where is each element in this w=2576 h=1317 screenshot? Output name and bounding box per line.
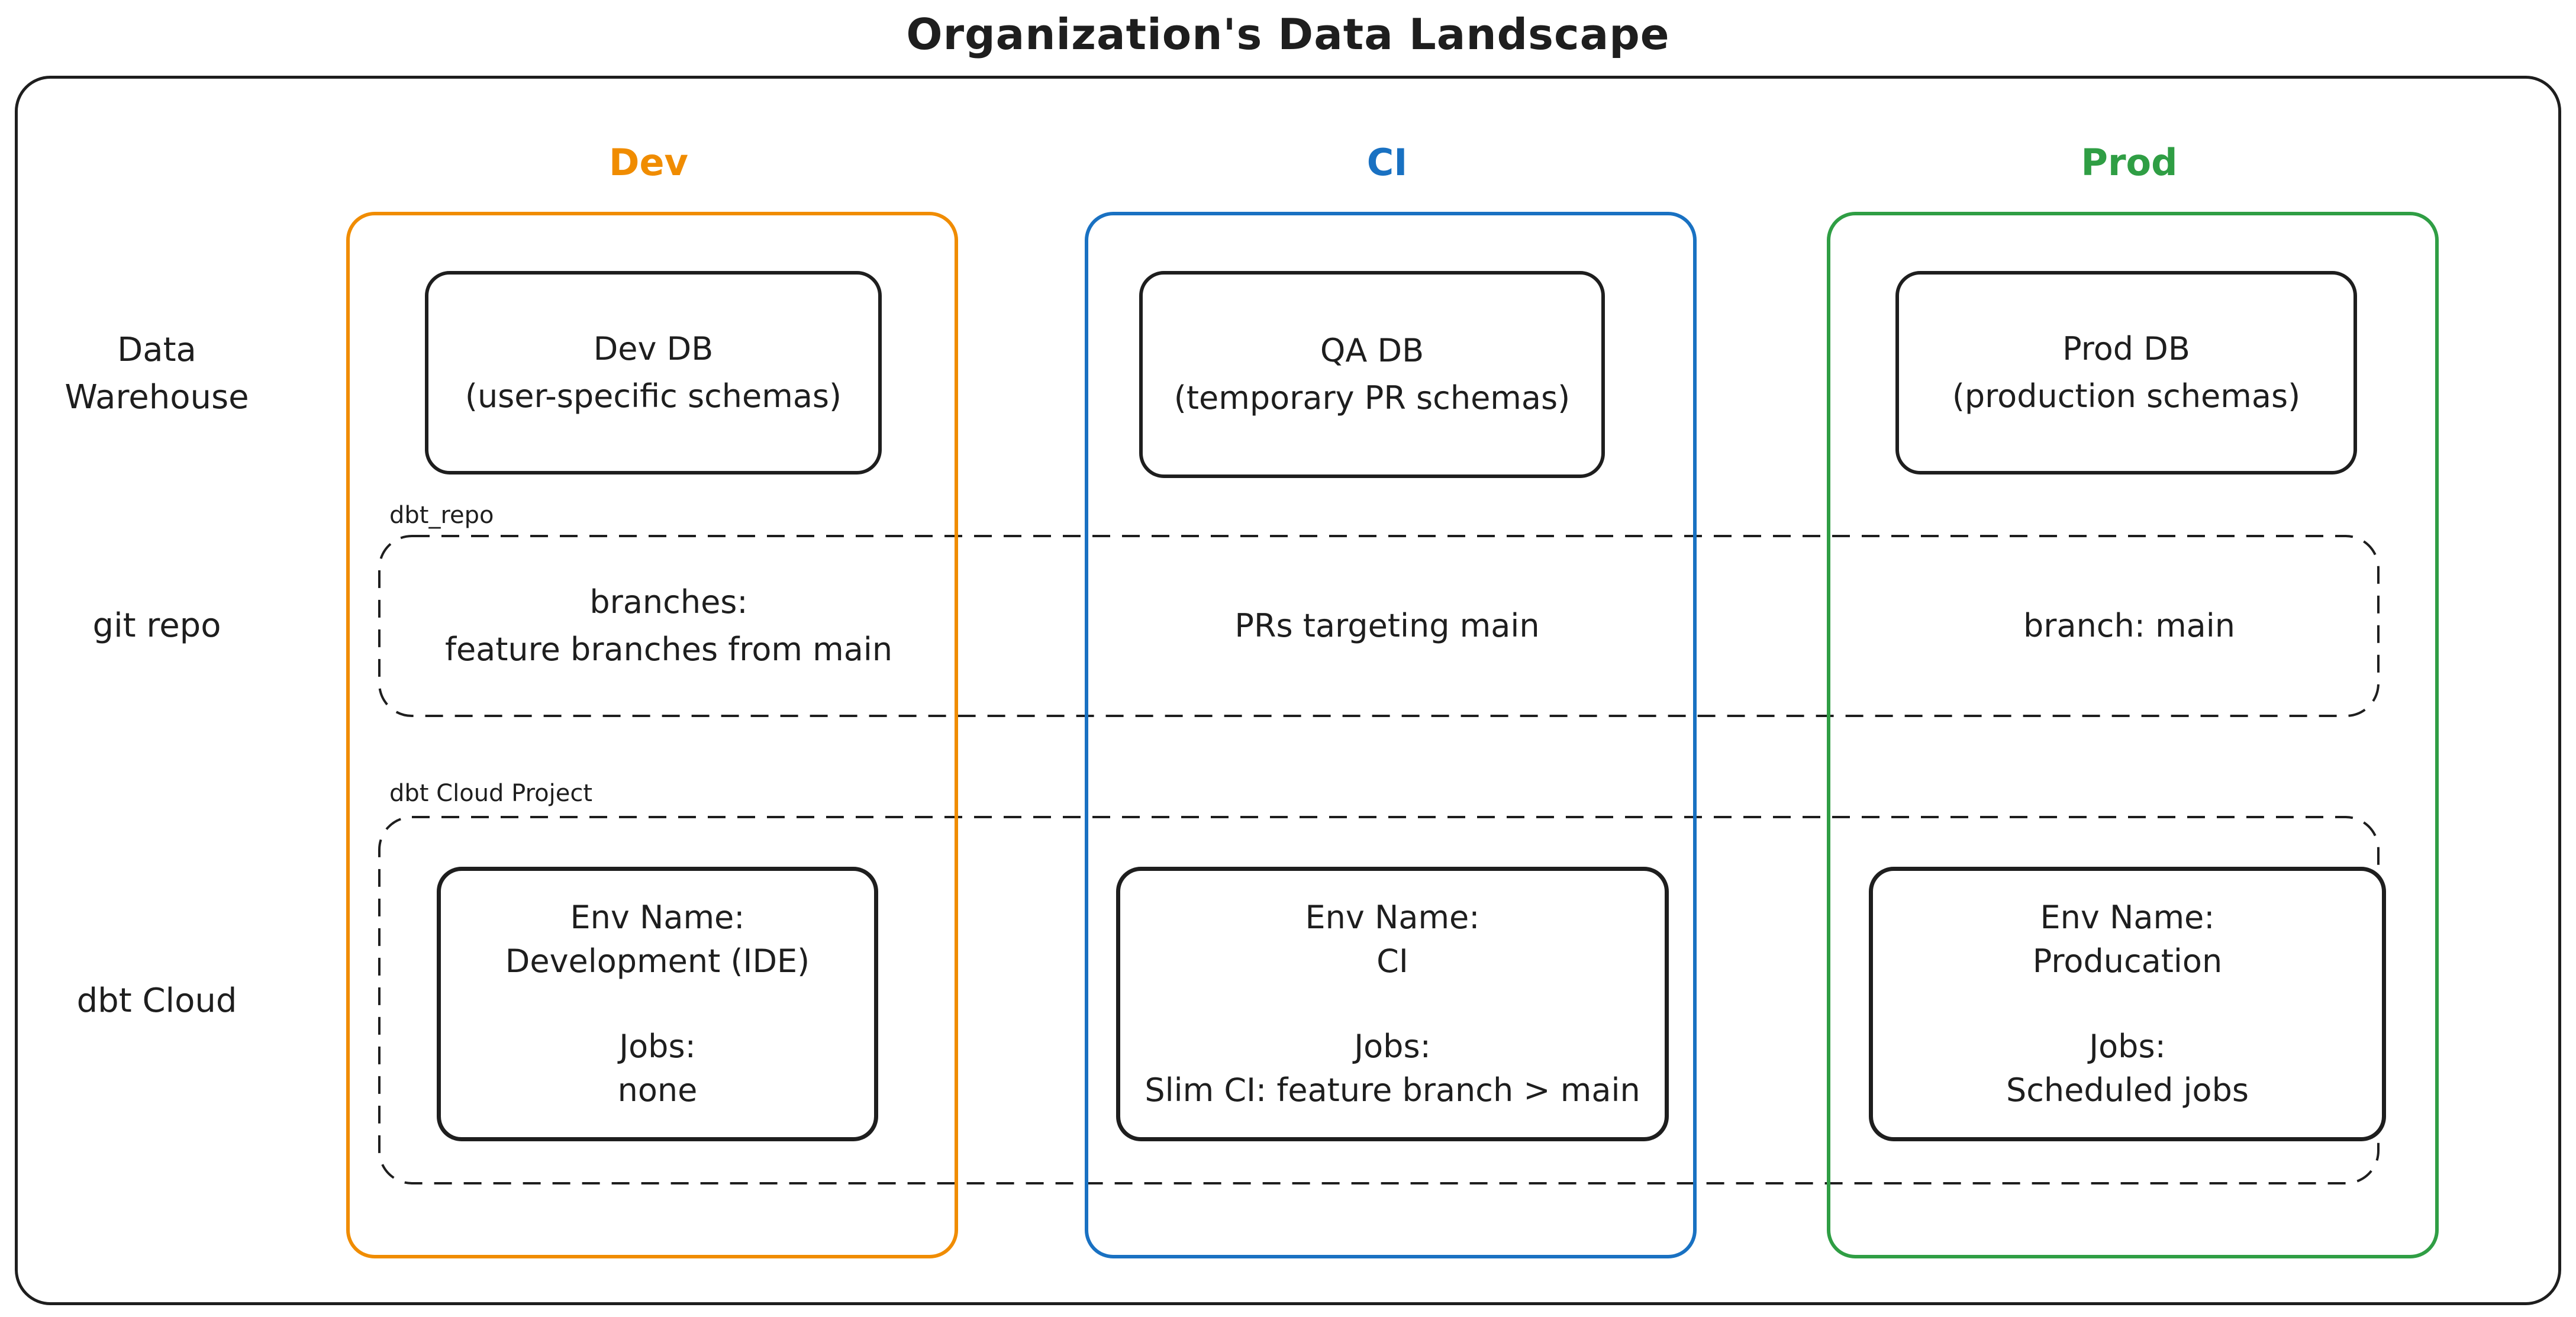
diagram-title: Organization's Data Landscape	[906, 9, 1670, 59]
warehouse-box-ci-title: QA DB	[1320, 332, 1424, 369]
warehouse-box-ci-subtitle: (temporary PR schemas)	[1173, 379, 1571, 417]
warehouse-box-dev: Dev DB (user-specific schemas)	[425, 271, 882, 474]
dbt-env-dev-env-label: Env Name:	[570, 899, 745, 936]
column-header-ci: CI	[1366, 141, 1408, 184]
warehouse-box-prod: Prod DB (production schemas)	[1895, 271, 2357, 474]
row-label-dbt-cloud: dbt Cloud	[76, 982, 237, 1020]
warehouse-box-ci: QA DB (temporary PR schemas)	[1139, 271, 1605, 478]
git-text-prod-line1: branch: main	[2023, 607, 2235, 644]
warehouse-box-prod-subtitle: (production schemas)	[1952, 377, 2301, 415]
dbt-env-box-prod: Env Name: Producation Jobs: Scheduled jo…	[1869, 867, 2386, 1141]
dbt-env-ci-env-label: Env Name:	[1305, 899, 1480, 936]
dbt-env-dev-jobs-label: Jobs:	[619, 1028, 696, 1065]
dbt-env-ci-env-name: CI	[1376, 942, 1408, 980]
row-label-data-warehouse: Data Warehouse	[36, 327, 278, 421]
outer-frame	[15, 76, 2561, 1305]
git-text-prod: branch: main	[1827, 534, 2432, 718]
git-text-dev-line2: feature branches from main	[444, 631, 893, 668]
git-text-ci: PRs targeting main	[1085, 534, 1690, 718]
dbt-env-dev-jobs-value: none	[617, 1071, 698, 1109]
row-label-data-warehouse-line2: Warehouse	[65, 378, 249, 417]
dbt-env-dev-env-name: Development (IDE)	[505, 942, 810, 980]
dbt-env-prod-env-name: Producation	[2032, 942, 2223, 980]
column-header-prod: Prod	[2081, 141, 2178, 184]
column-header-dev: Dev	[609, 141, 688, 184]
warehouse-box-dev-subtitle: (user-specific schemas)	[465, 377, 842, 415]
dbt-env-prod-jobs-label: Jobs:	[2089, 1028, 2166, 1065]
row-label-git-repo: git repo	[92, 606, 221, 645]
dbt-env-ci-jobs-value: Slim CI: feature branch > main	[1144, 1071, 1640, 1109]
git-text-ci-line1: PRs targeting main	[1234, 607, 1540, 644]
dbt-env-prod-jobs-value: Scheduled jobs	[2006, 1071, 2249, 1109]
warehouse-box-dev-title: Dev DB	[593, 330, 714, 367]
dbt-env-box-ci: Env Name: CI Jobs: Slim CI: feature bran…	[1116, 867, 1669, 1141]
column-frame-ci	[1085, 212, 1697, 1258]
dbt-env-prod-env-label: Env Name:	[2040, 899, 2215, 936]
git-text-dev: branches: feature branches from main	[385, 534, 953, 718]
column-frame-dev	[346, 212, 958, 1258]
row-label-data-warehouse-line1: Data	[117, 331, 196, 369]
column-frame-prod	[1827, 212, 2439, 1258]
warehouse-box-prod-title: Prod DB	[2062, 330, 2190, 367]
dbt-env-ci-jobs-label: Jobs:	[1354, 1028, 1431, 1065]
dbt-env-box-dev: Env Name: Development (IDE) Jobs: none	[437, 867, 878, 1141]
git-text-dev-line1: branches:	[589, 583, 748, 621]
dbt-cloud-project-group-label: dbt Cloud Project	[389, 780, 593, 807]
git-repo-group-label: dbt_repo	[389, 502, 494, 529]
